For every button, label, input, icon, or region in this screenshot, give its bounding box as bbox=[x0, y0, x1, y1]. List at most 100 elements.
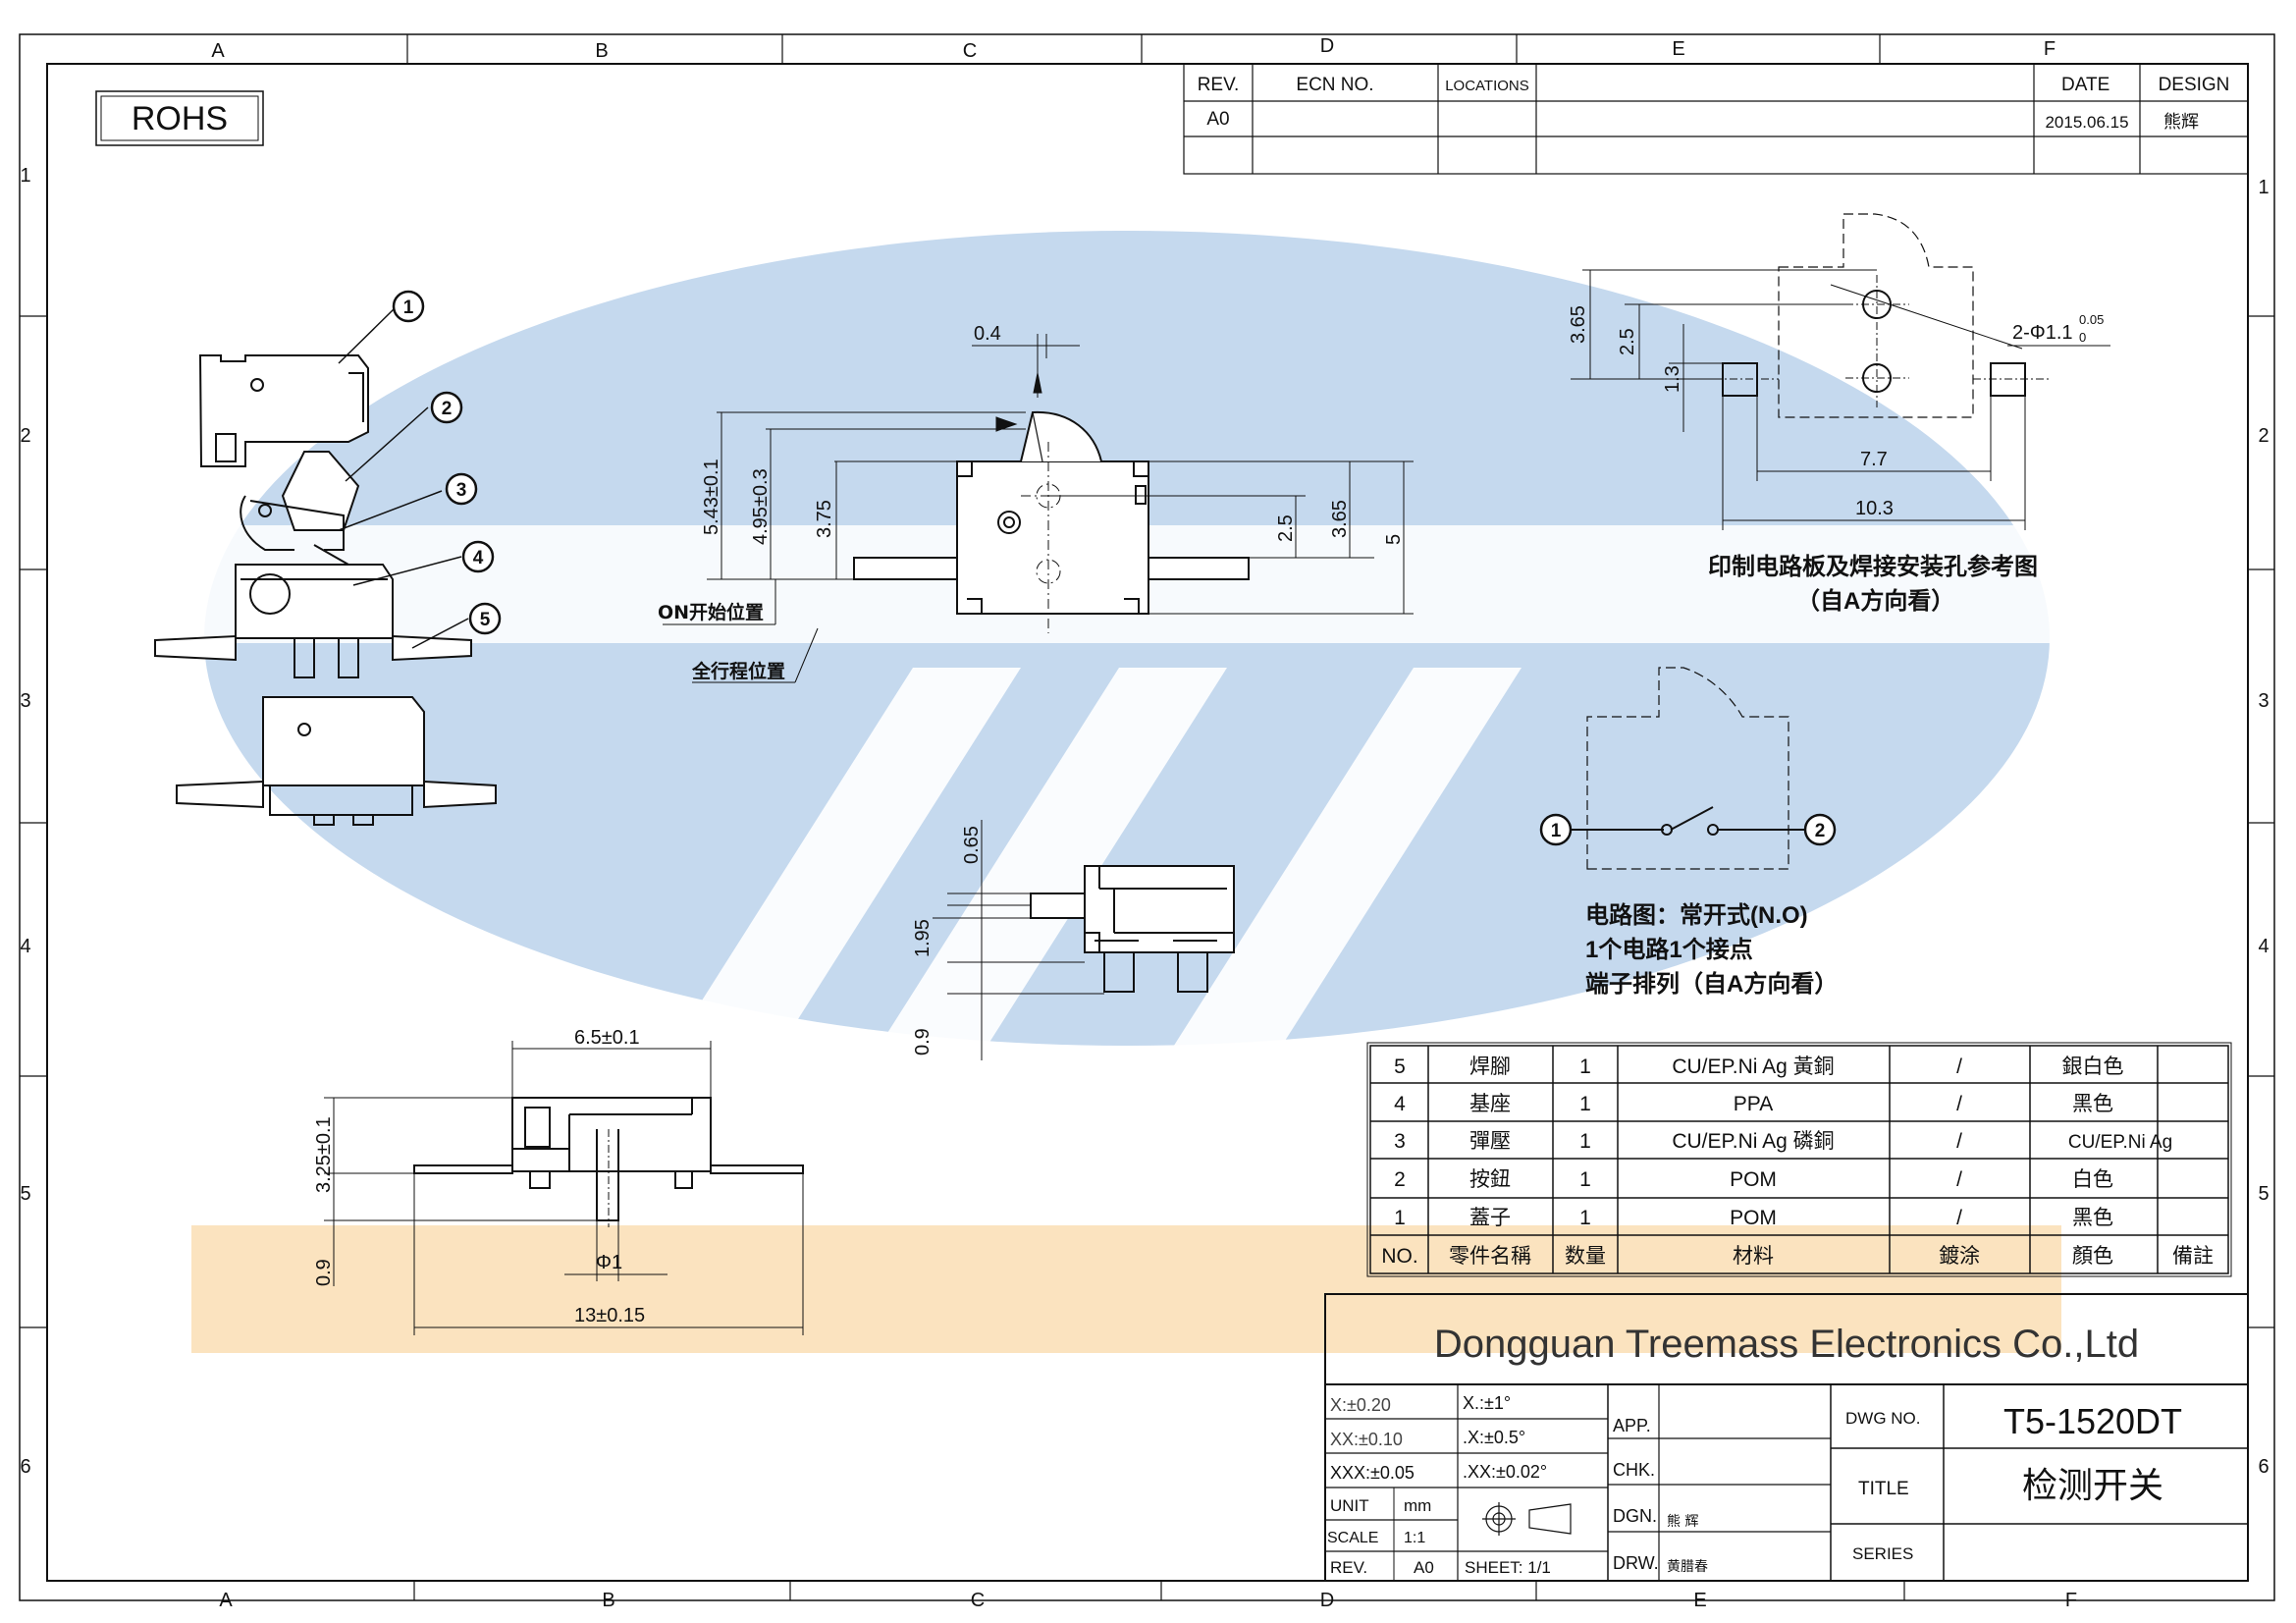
zone-top-c: C bbox=[963, 40, 977, 62]
full-travel-label: 全行程位置 bbox=[691, 660, 785, 682]
dim-1-3-pcb: 1.3 bbox=[1662, 365, 1683, 393]
rev-header-design: DESIGN bbox=[2159, 75, 2230, 95]
bom-row3-qty: 1 bbox=[1579, 1130, 1591, 1153]
rohs-label: ROHS bbox=[132, 100, 228, 137]
dim-2-5-side: 2.5 bbox=[1275, 514, 1297, 542]
bom-header-material: 材料 bbox=[1733, 1245, 1774, 1268]
tol-ang-xx: .X:±0.5° bbox=[1463, 1428, 1525, 1447]
rev-row1-rev: A0 bbox=[1206, 109, 1229, 130]
zone-top-b: B bbox=[595, 40, 608, 62]
terminal-2: 2 bbox=[1803, 813, 1837, 846]
dim-holes-tol-lower: 0 bbox=[2079, 330, 2086, 345]
zone-bottom-b: B bbox=[602, 1590, 614, 1611]
callout-2: 2 bbox=[430, 391, 463, 424]
dim-1-95: 1.95 bbox=[912, 919, 934, 957]
front-view bbox=[413, 1097, 804, 1227]
revision-block bbox=[1183, 63, 2249, 175]
dim-0-9-front: 0.9 bbox=[313, 1259, 335, 1286]
part-base bbox=[235, 564, 394, 678]
front-view-dims: 6.5±0.1 3.25±0.1 0.9 Φ1 13±0.15 bbox=[313, 1027, 645, 1326]
bom-row2-qty: 1 bbox=[1579, 1168, 1591, 1191]
bom-row2-no: 2 bbox=[1394, 1168, 1406, 1191]
dim-13: 13±0.15 bbox=[574, 1305, 645, 1326]
bom-header-name: 零件名稱 bbox=[1449, 1245, 1531, 1268]
zone-right-1: 1 bbox=[2258, 177, 2269, 198]
unit-value: mm bbox=[1404, 1496, 1431, 1515]
dgn-value: 熊 辉 bbox=[1667, 1514, 1698, 1530]
rev-row1-date: 2015.06.15 bbox=[2045, 113, 2128, 132]
bom-row3-name: 彈壓 bbox=[1469, 1130, 1511, 1153]
side-view bbox=[853, 410, 1250, 615]
bom-row3-plating: / bbox=[1956, 1130, 1962, 1153]
zone-right-4: 4 bbox=[2258, 936, 2269, 957]
rev-header-ecn: ECN NO. bbox=[1296, 75, 1373, 95]
zone-left-2: 2 bbox=[20, 425, 30, 447]
tol-x: X:±0.20 bbox=[1330, 1395, 1391, 1415]
bom-row3-no: 3 bbox=[1394, 1130, 1406, 1153]
dim-0-9-end: 0.9 bbox=[912, 1028, 934, 1055]
dim-phi-1: Φ1 bbox=[596, 1252, 622, 1273]
dim-7-7: 7.7 bbox=[1860, 449, 1888, 470]
app-label: APP. bbox=[1613, 1416, 1651, 1435]
rev-header-locations: LOCATIONS bbox=[1445, 78, 1529, 94]
zone-top-e: E bbox=[1672, 38, 1684, 60]
callout-3-label: 3 bbox=[456, 480, 467, 501]
bom-row5-material: CU/EP.Ni Ag 黃銅 bbox=[1672, 1055, 1834, 1078]
dim-5-43: 5.43±0.1 bbox=[701, 459, 722, 535]
zone-labels: A B C D E F A B C D E F 1 2 3 4 5 6 1 2 … bbox=[20, 35, 2269, 1611]
title-block bbox=[1324, 1293, 2249, 1582]
dim-3-75: 3.75 bbox=[814, 500, 835, 538]
rev-header-date: DATE bbox=[2061, 75, 2109, 95]
side-view-dims: 0.4 5.43±0.1 4.95±0.3 3.75 2.5 3.65 5 ON… bbox=[658, 323, 1405, 682]
chk-label: CHK. bbox=[1613, 1460, 1655, 1480]
bom-row5-name: 焊腳 bbox=[1469, 1055, 1511, 1078]
bom-table bbox=[1366, 1042, 2232, 1277]
sheet-number: SHEET: 1/1 bbox=[1465, 1558, 1551, 1577]
bom-row4-plating: / bbox=[1956, 1093, 1962, 1115]
pcb-dims: 3.65 2.5 1.3 2-Φ1.1 0.05 0 7.7 10.3 印制电路… bbox=[1568, 305, 2104, 615]
bom-row1-name: 蓋子 bbox=[1469, 1207, 1511, 1229]
zone-left-4: 4 bbox=[20, 936, 30, 957]
bom-row1-plating: / bbox=[1956, 1207, 1962, 1229]
zone-ticks bbox=[20, 34, 2274, 1600]
tol-xxx: XXX:±0.05 bbox=[1330, 1463, 1415, 1483]
callout-leaders bbox=[338, 307, 469, 649]
part-cover bbox=[198, 354, 369, 467]
terminal-1-label: 1 bbox=[1551, 821, 1562, 841]
callout-1-label: 1 bbox=[403, 298, 414, 318]
dim-0-4: 0.4 bbox=[974, 323, 1001, 345]
bom-text: 5 焊腳 1 CU/EP.Ni Ag 黃銅 / 銀白色 4 基座 1 PPA /… bbox=[1381, 1055, 2214, 1268]
exploded-view bbox=[154, 307, 497, 826]
zone-bottom-d: D bbox=[1320, 1590, 1334, 1611]
zone-left-5: 5 bbox=[20, 1183, 30, 1205]
dim-5-side: 5 bbox=[1383, 534, 1405, 545]
pcb-layout bbox=[1571, 213, 2110, 530]
bom-header-remark: 備註 bbox=[2172, 1245, 2214, 1268]
title-block-text: Dongguan Treemass Electronics Co.,Ltd X:… bbox=[1327, 1323, 2182, 1577]
circuit-note-2: 1个电路1个接点 bbox=[1585, 936, 1753, 963]
callout-1: 1 bbox=[392, 290, 425, 323]
bom-row1-no: 1 bbox=[1394, 1207, 1406, 1229]
tol-xx: XX:±0.10 bbox=[1330, 1430, 1403, 1449]
zone-bottom-a: A bbox=[219, 1590, 233, 1611]
callout-3: 3 bbox=[445, 472, 478, 506]
drw-label: DRW. bbox=[1613, 1553, 1659, 1573]
end-view-dims: 0.65 1.95 0.9 bbox=[912, 826, 983, 1055]
circuit-note-1: 电路图：常开式(N.O) bbox=[1585, 901, 1808, 929]
callout-4: 4 bbox=[461, 540, 495, 573]
rev-row1-design: 熊辉 bbox=[2163, 112, 2199, 133]
series-label: SERIES bbox=[1852, 1544, 1913, 1563]
drw-value: 黄腊春 bbox=[1667, 1558, 1708, 1575]
circuit-diagram bbox=[1571, 667, 1804, 870]
dim-3-65-side: 3.65 bbox=[1329, 500, 1351, 538]
dim-3-25: 3.25±0.1 bbox=[313, 1116, 335, 1193]
bom-header-no: NO. bbox=[1381, 1245, 1417, 1268]
tol-ang-x: X.:±1° bbox=[1463, 1393, 1511, 1413]
scale-label: SCALE bbox=[1327, 1530, 1378, 1546]
pcb-caption-1: 印制电路板及焊接安装孔参考图 bbox=[1708, 553, 2038, 580]
dim-6-5: 6.5±0.1 bbox=[574, 1027, 640, 1049]
bom-row4-qty: 1 bbox=[1579, 1093, 1591, 1115]
rev-header-rev: REV. bbox=[1198, 75, 1240, 95]
callout-4-label: 4 bbox=[473, 548, 484, 568]
